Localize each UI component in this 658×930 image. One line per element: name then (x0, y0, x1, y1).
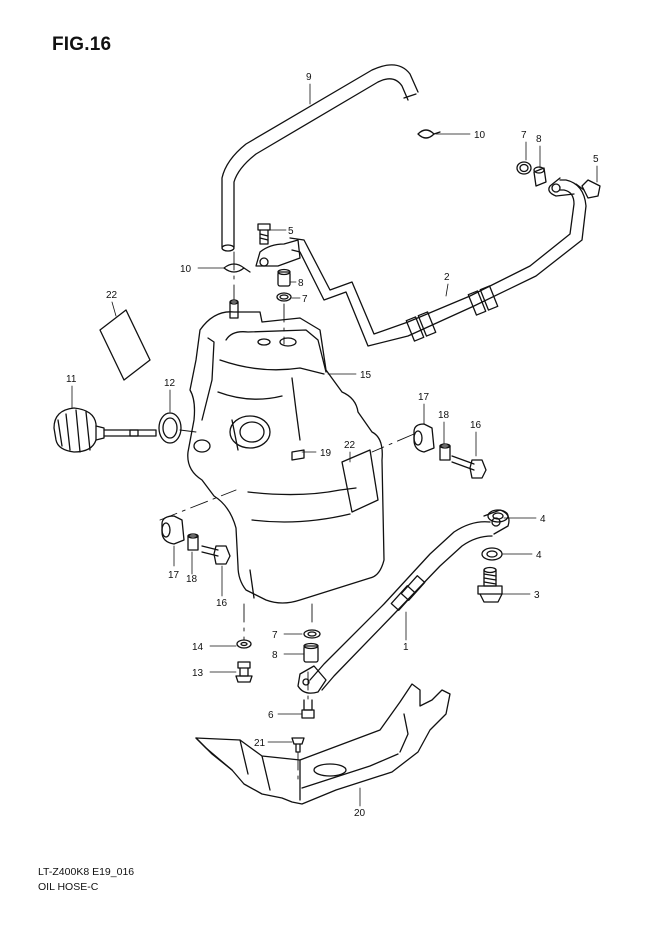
breather-hose-9 (221, 64, 419, 252)
callout-17: 17 (168, 570, 180, 581)
seal-8-lower (303, 642, 319, 663)
seal-8-right (533, 166, 547, 187)
callout-5: 5 (593, 154, 599, 165)
o-ring-7-top (276, 292, 292, 302)
callout-17: 17 (418, 392, 430, 403)
cushion-17-left (161, 515, 185, 545)
callout-20: 20 (354, 808, 366, 819)
callout-labels: 9 10 7 8 5 5 10 8 7 2 22 15 11 12 17 18 … (66, 72, 599, 819)
callout-7: 7 (302, 294, 308, 305)
callout-6: 6 (268, 710, 274, 721)
callout-14: 14 (192, 642, 204, 653)
callout-19: 19 (320, 448, 332, 459)
gasket-4-lower (481, 547, 503, 561)
callout-10: 10 (180, 264, 192, 275)
callout-8: 8 (272, 650, 278, 661)
callout-16: 16 (470, 420, 482, 431)
banjo-bolt-5-right (575, 179, 601, 199)
leader-lines (71, 83, 598, 807)
oil-hose-2 (255, 177, 587, 347)
callout-9: 9 (306, 72, 312, 83)
callout-16: 16 (216, 598, 228, 609)
hose-clip-10-lower (223, 263, 251, 273)
cushion-17-right (413, 423, 435, 453)
callout-15: 15 (360, 370, 372, 381)
union-bolt-3 (477, 566, 503, 603)
callout-11: 11 (66, 374, 77, 385)
oil-filler-cap-11 (53, 407, 157, 453)
o-ring-7-right (516, 161, 532, 175)
bolt-13 (235, 661, 253, 683)
callout-8: 8 (536, 134, 542, 145)
gasket-4-upper (487, 509, 509, 523)
callout-8: 8 (298, 278, 304, 289)
hose-clip-10-upper (417, 129, 441, 139)
bolt-6 (301, 699, 315, 719)
alignment-lines (159, 251, 415, 783)
callout-10: 10 (474, 130, 486, 141)
callout-13: 13 (192, 668, 204, 679)
clip-21 (291, 737, 305, 753)
callout-5: 5 (288, 226, 294, 237)
callout-22: 22 (344, 440, 356, 451)
callout-12: 12 (164, 378, 176, 389)
oil-hose-1 (297, 509, 510, 694)
spacer-18-right (439, 443, 451, 461)
model-code: LT-Z400K8 E19_016 (38, 866, 135, 878)
figure-title: FIG.16 (52, 34, 112, 55)
figure-name: OIL HOSE-C (38, 881, 99, 893)
bolt-16-left (201, 545, 231, 565)
o-ring-7-lower (303, 629, 321, 639)
o-ring-12 (158, 412, 182, 444)
callout-21: 21 (254, 738, 266, 749)
caution-label-22-tank (341, 449, 379, 513)
skid-plate-20 (195, 683, 451, 805)
callout-18: 18 (438, 410, 450, 421)
callout-7: 7 (521, 130, 527, 141)
callout-2: 2 (444, 272, 450, 283)
oil-tank-15 (187, 299, 385, 604)
callout-3: 3 (534, 590, 540, 601)
callout-4: 4 (536, 550, 542, 561)
callout-22: 22 (106, 290, 118, 301)
washer-14 (236, 639, 252, 649)
spacer-18-left (187, 533, 199, 551)
callout-1: 1 (403, 642, 409, 653)
callout-7: 7 (272, 630, 278, 641)
seal-8-top (277, 268, 291, 287)
banjo-bolt-5-upper-left (257, 223, 271, 245)
caution-label-22-left (99, 309, 151, 381)
bolt-16-right (451, 455, 487, 479)
callout-18: 18 (186, 574, 198, 585)
callout-4: 4 (540, 514, 546, 525)
